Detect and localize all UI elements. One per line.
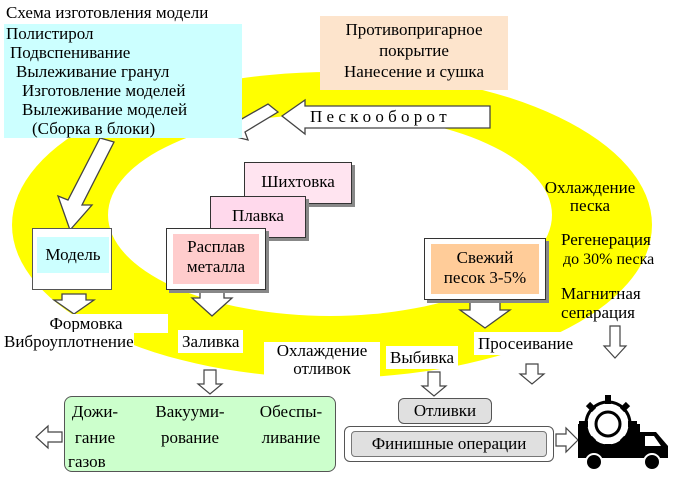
arrow-sieving-down [518, 363, 546, 385]
sand-circulation-arrow [280, 98, 491, 136]
model-step-1: Полистирол [6, 24, 94, 43]
molding-line-2: Виброуплотнение [4, 332, 134, 351]
model-step-2: Подвспенивание [10, 43, 131, 62]
coating-line-3: Нанесение и сушка [344, 62, 484, 81]
arrow-to-truck [555, 426, 579, 454]
model-label: Модель [45, 245, 101, 264]
finishing-box-outer: Финишные операции [344, 426, 554, 462]
afterburning-line-3: газов [68, 452, 106, 471]
model-box: Модель [32, 228, 112, 290]
casting-cooling-line-2: отливок [293, 359, 351, 378]
truck-gear-icon [578, 395, 668, 471]
arrow-separation-down [602, 325, 628, 359]
arrow-melt-down [190, 289, 234, 317]
sand-cooling-line-1: Охлаждение [544, 178, 636, 197]
coating-box: Противопригарное покрытие Нанесение и су… [320, 16, 508, 90]
pouring-label: Заливка [178, 330, 244, 353]
vacuuming-line-2: рование [160, 428, 220, 447]
model-steps-box [4, 24, 242, 138]
scheme-title: Схема изготовления модели [6, 3, 209, 22]
finishing-label: Финишные операции [371, 434, 527, 453]
vacuuming-line-1: Вакууми- [155, 402, 225, 421]
castings-label: Отливки [413, 401, 477, 420]
magnetic-separation-line-2: сепарация [561, 303, 636, 322]
casting-cooling-box: Охлаждение отливок [264, 342, 380, 380]
gas-operations-box [64, 396, 336, 472]
fresh-sand-line-2: песок 3-5% [443, 268, 527, 287]
sand-circulation-label: П е с к о о б о р о т [310, 107, 447, 126]
fresh-sand-box: Свежий песок 3-5% [424, 238, 546, 300]
arrow-model-down [51, 293, 97, 315]
melting-label: Плавка [232, 206, 284, 225]
sand-cooling-line-2: песка [569, 196, 611, 215]
molding-line-1: Формовка [4, 314, 168, 333]
regeneration-line-2: до 30% песка [563, 251, 655, 268]
arrow-gas-left [35, 424, 63, 450]
dedusting-line-2: ливание [261, 428, 321, 447]
model-step-6: (Сборка в блоки) [32, 119, 156, 138]
arrow-fresh-sand-down [457, 299, 513, 329]
melt-line-1: Расплав [187, 237, 245, 256]
arrow-to-model [56, 137, 115, 232]
regeneration-line-1: Регенерация [561, 230, 651, 249]
knockout-label: Выбивка [386, 346, 459, 369]
afterburning-line-2: гание [74, 428, 116, 447]
model-step-3: Вылеживание гранул [16, 62, 170, 81]
coating-line-1: Противопригарное [345, 20, 483, 39]
magnetic-separation-line-1: Магнитная [561, 284, 641, 303]
sieving-label: Просеивание [474, 332, 578, 355]
model-step-5: Вылеживание моделей [22, 100, 188, 119]
casting-cooling-line-1: Охлаждение [276, 341, 368, 360]
coating-line-2: покрытие [379, 41, 449, 60]
dedusting-line-1: Обеспы- [259, 402, 323, 421]
castings-box: Отливки [398, 398, 492, 424]
melt-line-2: металла [186, 257, 246, 276]
model-step-4: Изготовление моделей [22, 81, 186, 100]
charging-label: Шихтовка [261, 172, 335, 191]
afterburning-line-1: Дожи- [71, 402, 119, 421]
fresh-sand-line-1: Свежий [456, 248, 514, 267]
arrow-knockout-down [420, 371, 448, 397]
melt-box: Расплав металла [166, 228, 266, 290]
arrow-pouring-down [196, 369, 224, 395]
